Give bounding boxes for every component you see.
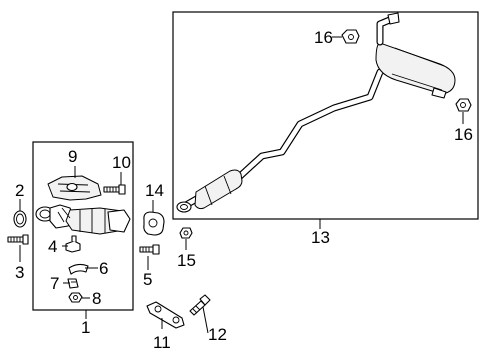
- callout-16-upper: 16: [314, 28, 333, 47]
- nut-8-part: [68, 292, 83, 303]
- exhaust-pipe-group-frame: [172, 11, 479, 220]
- heat-shield-part: [47, 175, 102, 201]
- callout-labels: 1 2 3 4 5 6 7 8 9 10 11 12 13 14 15 16 1…: [15, 28, 473, 352]
- callout-4: 4: [48, 237, 57, 256]
- stud-3-part: [7, 234, 29, 245]
- callout-2: 2: [15, 181, 24, 200]
- hanger-16-upper-part: [341, 29, 360, 44]
- callout-16-lower: 16: [454, 125, 473, 144]
- bolt-10-part: [103, 184, 126, 195]
- callout-13: 13: [311, 228, 330, 247]
- callout-11: 11: [153, 333, 171, 352]
- callout-3: 3: [15, 263, 24, 282]
- catalytic-converter-part: [35, 204, 131, 235]
- converter-group-frame: [32, 141, 134, 311]
- bracket-4-part: [65, 235, 81, 253]
- hanger-16-lower-part: [455, 98, 472, 112]
- flange-gasket-14-part: [143, 211, 165, 236]
- bolt-12-part: [189, 294, 211, 316]
- callout-10: 10: [112, 153, 131, 172]
- callout-9: 9: [68, 147, 77, 166]
- clip-7-part: [67, 278, 79, 289]
- exhaust-pipe-assembly-part: [176, 12, 456, 213]
- callout-7: 7: [50, 274, 59, 293]
- gasket-6-part: [68, 263, 89, 275]
- bolt-5-part: [139, 244, 160, 255]
- callout-8: 8: [92, 289, 101, 308]
- callout-15: 15: [177, 251, 196, 270]
- nut-15-part: [179, 227, 193, 239]
- callout-1: 1: [81, 318, 90, 337]
- leader-lines: [19, 36, 464, 334]
- ring-gasket-2-part: [13, 210, 27, 228]
- callout-14: 14: [145, 181, 164, 200]
- callout-6: 6: [99, 259, 108, 278]
- bracket-11-part: [146, 301, 185, 329]
- callout-12: 12: [208, 325, 227, 344]
- callout-5: 5: [143, 270, 152, 289]
